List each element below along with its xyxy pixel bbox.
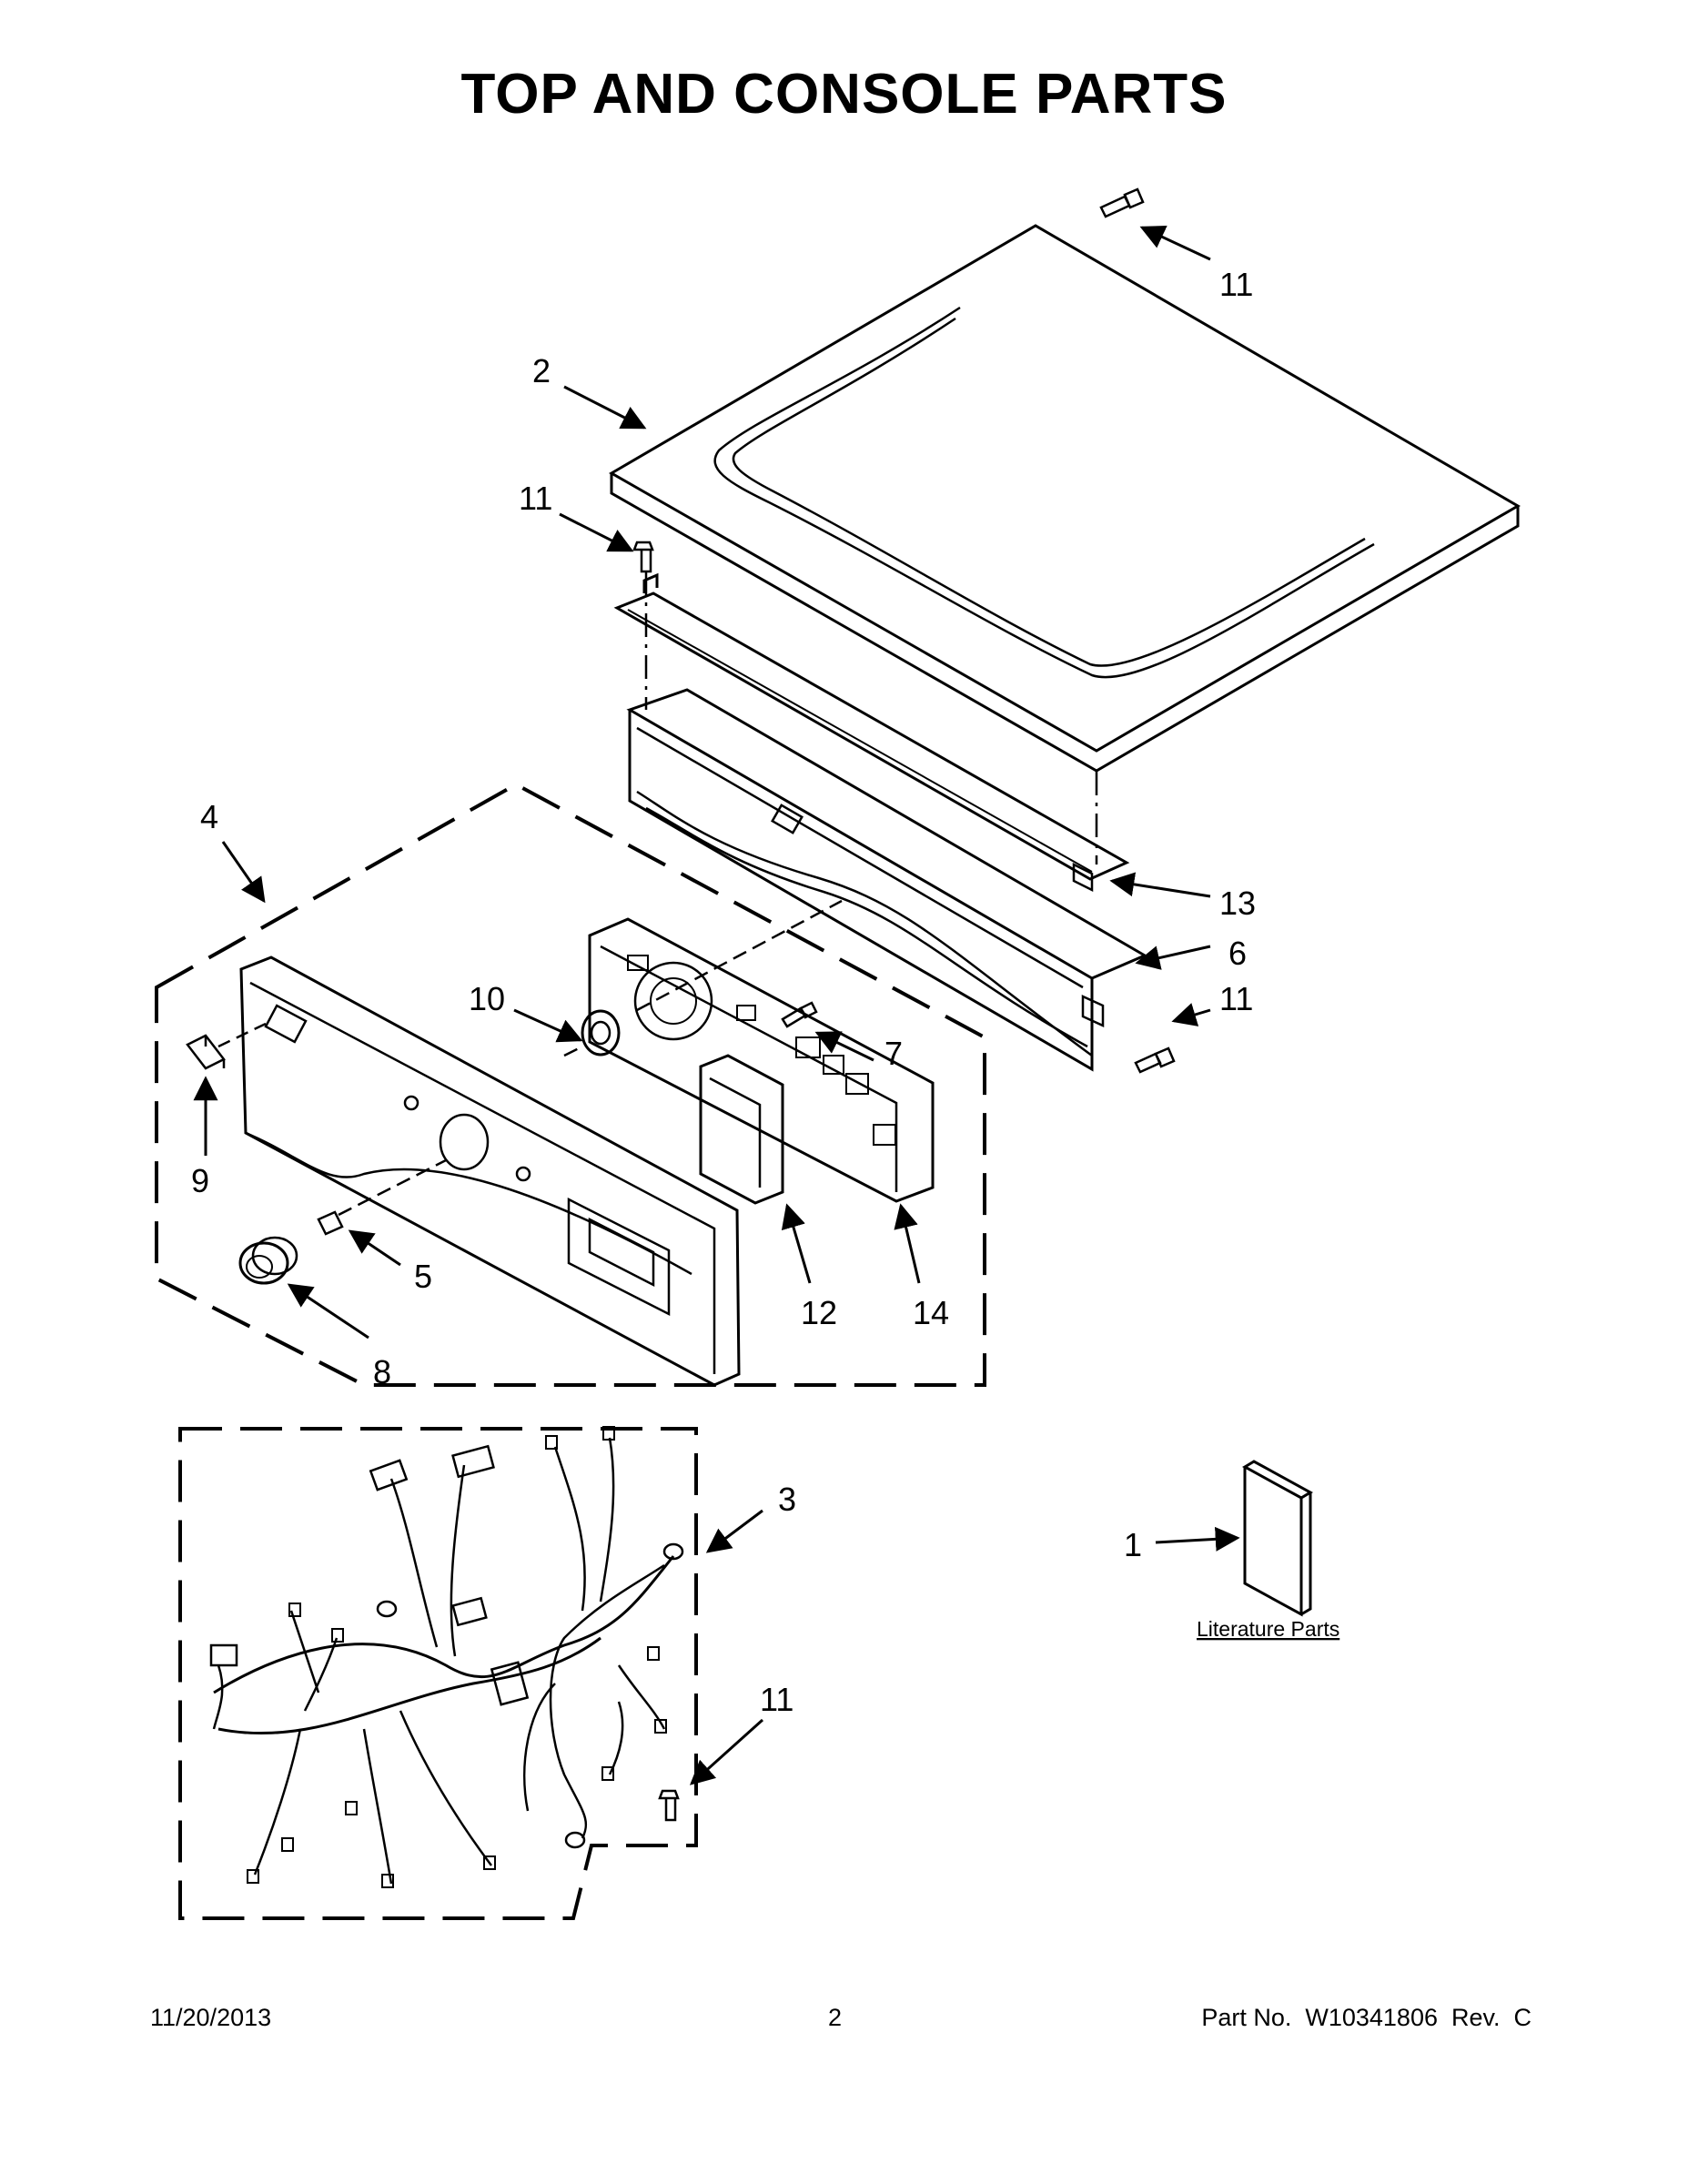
page-title: TOP AND CONSOLE PARTS <box>460 63 1228 126</box>
callout-11: 11 <box>760 1681 793 1718</box>
screw-icon <box>1099 187 1145 218</box>
callout-11: 11 <box>1219 980 1253 1017</box>
callout-11: 11 <box>1219 266 1253 303</box>
callout-3: 3 <box>778 1481 796 1518</box>
console-panel <box>239 956 741 1387</box>
callout-11: 11 <box>519 480 552 517</box>
footer-date: 11/20/2013 <box>150 2004 272 2031</box>
screw-icon <box>658 1789 680 1822</box>
screw-icon <box>632 541 654 573</box>
callout-6: 6 <box>1228 935 1247 972</box>
literature-parts-label: Literature Parts <box>1197 1617 1339 1641</box>
console-assembly-boundary <box>155 782 986 1387</box>
callout-8: 8 <box>373 1353 391 1390</box>
knob-icon <box>238 1236 298 1285</box>
screw-icon <box>1134 1046 1176 1074</box>
callout-2: 2 <box>532 352 551 389</box>
callout-4: 4 <box>200 798 218 835</box>
control-board <box>588 917 935 1203</box>
callout-10: 10 <box>469 980 505 1017</box>
footer-part-number: Part No. W10341806 Rev. C <box>1201 2004 1531 2031</box>
callout-9: 9 <box>191 1162 209 1199</box>
callout-1: 1 <box>1124 1526 1142 1563</box>
literature-book-icon <box>1241 1460 1314 1617</box>
wire-harness <box>209 1426 684 1888</box>
callout-12: 12 <box>801 1294 837 1331</box>
coupler-icon <box>317 1210 344 1236</box>
console-frame <box>626 688 1148 1072</box>
wire-harness-boundary <box>178 1427 698 1920</box>
callout-13: 13 <box>1219 885 1256 922</box>
leader-lines <box>193 226 1240 1785</box>
top-bracket <box>613 572 1130 881</box>
callout-7: 7 <box>884 1035 903 1072</box>
top-panel <box>609 224 1521 773</box>
screw-icon <box>781 1001 818 1028</box>
callout-5: 5 <box>414 1258 432 1295</box>
footer-page-number: 2 <box>828 2004 843 2031</box>
button-icon <box>186 1034 226 1070</box>
display-bezel <box>699 1054 784 1205</box>
callout-14: 14 <box>913 1294 949 1331</box>
